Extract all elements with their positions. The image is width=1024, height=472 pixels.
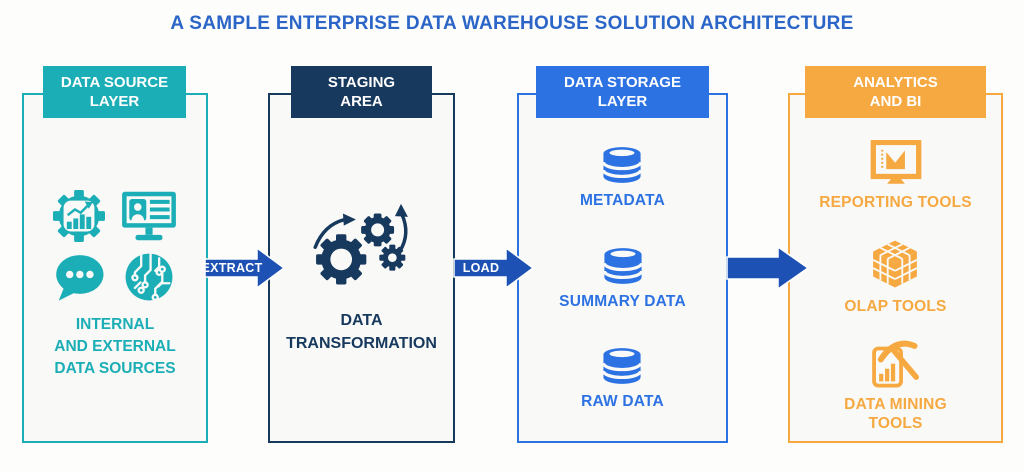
data-source-label: INTERNAL AND EXTERNAL DATA SOURCES (54, 316, 176, 377)
diagram-title: A SAMPLE ENTERPRISE DATA WAREHOUSE SOLUT… (170, 13, 854, 34)
load-arrow: LOAD (453, 246, 537, 290)
database-icon (599, 346, 645, 386)
analytics-item-label: DATA MINING TOOLS (844, 396, 947, 432)
database-icon (599, 145, 645, 185)
storage-item-summary: SUMMARY DATA (559, 246, 686, 312)
analytics-item-reporting: REPORTING TOOLS (819, 139, 972, 213)
staging-area-box: DATA TRANSFORMATION (268, 93, 455, 443)
olap-cube-icon (870, 237, 920, 291)
staging-area-label: DATA TRANSFORMATION (286, 312, 437, 353)
extract-arrow-label: EXTRACT (201, 261, 263, 275)
database-icon (600, 246, 646, 286)
data-source-layer-box: INTERNAL AND EXTERNAL DATA SOURCES (22, 93, 208, 443)
extract-arrow: EXTRACT (201, 246, 288, 290)
storage-item-raw: RAW DATA (581, 346, 664, 412)
chat-dots-icon (52, 252, 106, 302)
analytics-bi-box: REPORTING TOOLS (788, 93, 1003, 443)
storage-item-metadata: METADATA (580, 145, 665, 211)
staging-area-header: STAGING AREA (291, 66, 432, 118)
analytics-item-olap: OLAP TOOLS (844, 237, 946, 317)
data-source-icons (52, 190, 178, 302)
storage-item-label: SUMMARY DATA (559, 292, 686, 310)
analytics-item-mining: DATA MINING TOOLS (844, 335, 947, 433)
storage-item-label: METADATA (579, 192, 666, 209)
gear-chart-icon (53, 190, 105, 242)
storage-to-analytics-arrow (726, 246, 810, 290)
analytics-item-label: REPORTING TOOLS (819, 194, 972, 211)
gears-transform-icon (310, 203, 414, 295)
storage-item-label: RAW DATA (581, 393, 664, 411)
data-mining-icon (869, 335, 923, 389)
plain-arrow-label (726, 260, 782, 276)
reporting-monitor-icon (870, 139, 922, 187)
data-source-layer-header: DATA SOURCE LAYER (43, 66, 186, 118)
analytics-bi-header: ANALYTICS AND BI (805, 66, 986, 118)
load-arrow-label: LOAD (462, 261, 500, 275)
monitor-user-icon (120, 190, 178, 242)
data-storage-layer-box: METADATA SUMMARY DATA (517, 93, 728, 443)
data-storage-layer-header: DATA STORAGE LAYER (536, 66, 709, 118)
analytics-item-label: OLAP TOOLS (844, 297, 947, 315)
circuit-chip-icon (124, 252, 174, 302)
